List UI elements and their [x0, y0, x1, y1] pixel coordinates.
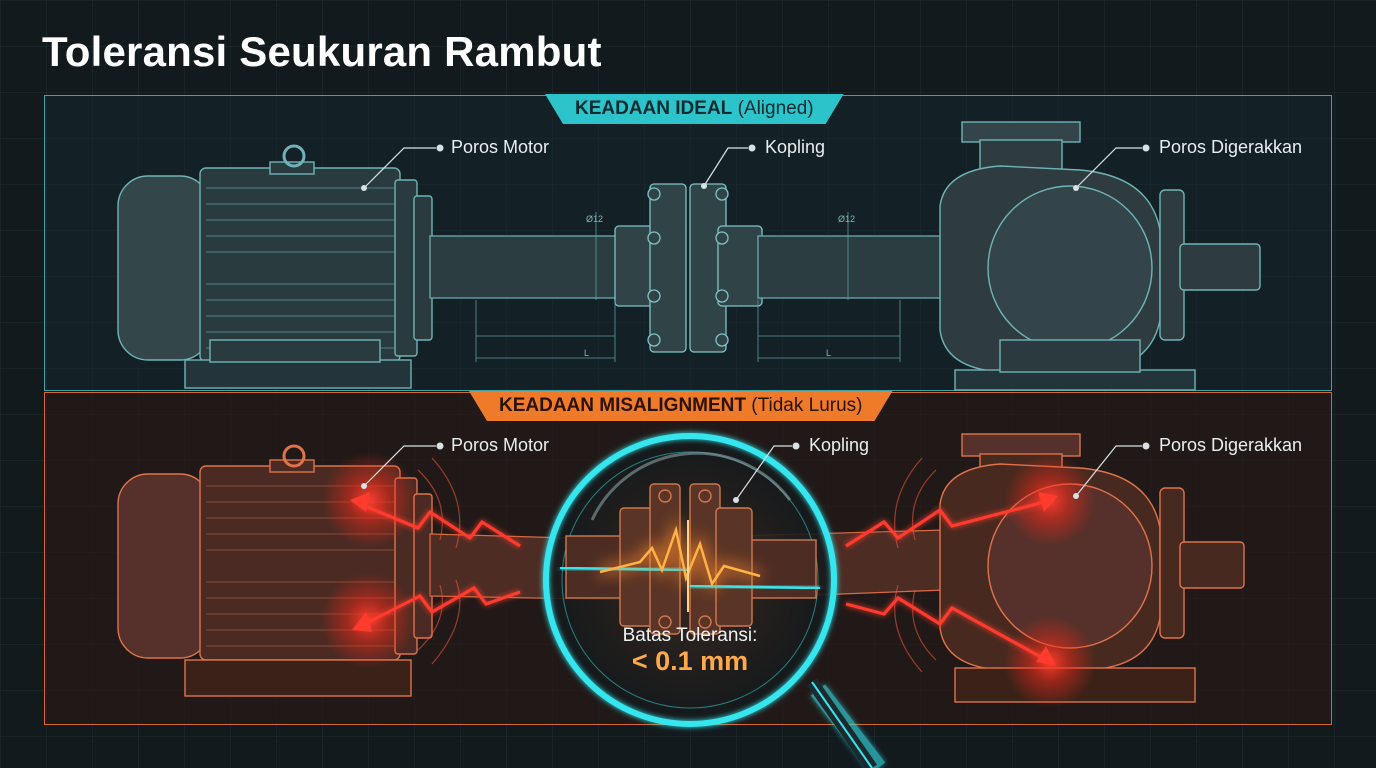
misalignment-tag-main: KEADAAN MISALIGNMENT — [499, 395, 746, 416]
mis-label-driven-shaft: Poros Digerakkan — [1159, 435, 1303, 455]
misalignment-tag: KEADAAN MISALIGNMENT (Tidak Lurus) — [469, 391, 893, 421]
ideal-leader-dot-coupling — [748, 144, 756, 152]
ideal-leader-end-driven — [1073, 185, 1079, 191]
tolerance-value: < 0.1 mm — [631, 646, 749, 676]
page-title: Toleransi Seukuran Rambut — [42, 28, 602, 75]
stress-arcs — [417, 457, 937, 673]
ideal-leaders — [363, 147, 1142, 189]
ideal-dim-length-left: L — [584, 348, 589, 358]
mis-leaders — [363, 445, 1142, 501]
mis-leader-dot-driven — [1142, 442, 1150, 450]
ideal-dim-dia-left: Ø12 — [586, 214, 603, 224]
misalignment-tag-sub: (Tidak Lurus) — [751, 395, 863, 416]
mis-leader-dot-motor — [436, 442, 444, 450]
ideal-tag-main: KEADAAN IDEAL — [575, 98, 733, 119]
mis-label-coupling: Kopling — [809, 435, 870, 455]
mis-leader-end-motor — [361, 483, 367, 489]
ideal-dimension-text: Ø12 Ø12 L L — [584, 214, 855, 358]
stress-arrows — [354, 498, 1053, 664]
ideal-leader-dot-driven — [1142, 144, 1150, 152]
ideal-pump — [939, 121, 1261, 391]
mis-leader-end-coupling — [733, 497, 739, 503]
ideal-leader-end-coupling — [701, 183, 707, 189]
ideal-label-coupling: Kopling — [765, 137, 826, 157]
stress-glow-spots — [320, 452, 1096, 708]
ideal-dimension-lines — [475, 212, 901, 362]
ideal-label-driven-shaft: Poros Digerakkan — [1159, 137, 1303, 157]
ideal-dim-dia-right: Ø12 — [838, 214, 855, 224]
ideal-leader-dot-motor — [436, 144, 444, 152]
tolerance-caption: Batas Toleransi: — [622, 625, 758, 646]
ideal-tag: KEADAAN IDEAL (Aligned) — [545, 94, 844, 124]
ideal-leader-end-motor — [361, 185, 367, 191]
stress-arrowheads — [350, 492, 1058, 666]
ideal-label-motor-shaft: Poros Motor — [451, 137, 550, 157]
ideal-tag-sub: (Aligned) — [737, 98, 814, 119]
mis-leader-dot-coupling — [792, 442, 800, 450]
mis-label-motor-shaft: Poros Motor — [451, 435, 550, 455]
ideal-dim-length-right: L — [826, 348, 831, 358]
gap-spark — [599, 515, 762, 612]
mis-leader-end-driven — [1073, 493, 1079, 499]
